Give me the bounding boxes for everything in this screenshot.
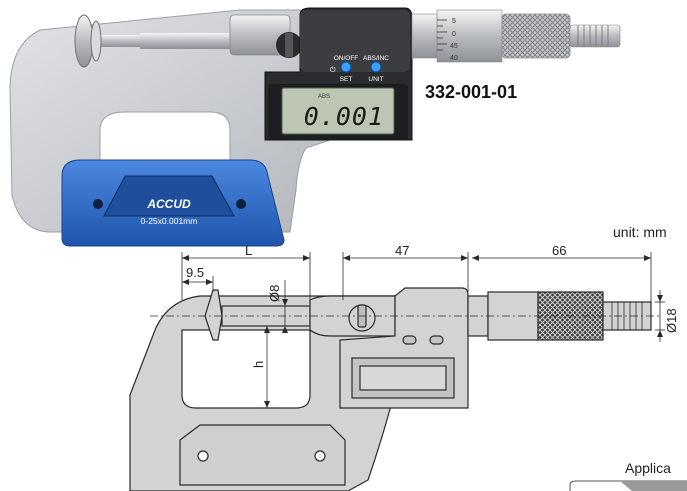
application-label: Applica bbox=[625, 460, 671, 476]
dimension-47: 47 bbox=[395, 243, 409, 258]
photo-lcd-screen bbox=[281, 87, 395, 135]
photo-thimble-mark-0: 0 bbox=[452, 31, 456, 38]
photo-spindle bbox=[140, 33, 230, 49]
photo-disc-anvil-inner bbox=[90, 20, 102, 62]
photo-disc-anvil bbox=[74, 14, 94, 68]
photo-thimble-mark-5: 5 bbox=[452, 18, 456, 25]
dimension-L: L bbox=[245, 243, 252, 258]
photo-head-top bbox=[300, 10, 410, 72]
photo-thimble-scale bbox=[437, 19, 447, 51]
photo-thimble-mark-40: 40 bbox=[450, 55, 458, 62]
photo-set-label: SET bbox=[340, 76, 353, 83]
photo-thimble-mark-45: 45 bbox=[450, 43, 458, 50]
drawing-lcd-inner bbox=[359, 365, 447, 391]
drawing-shield-screw-left bbox=[197, 450, 209, 462]
photo-thimble bbox=[436, 9, 503, 63]
photo-onoff-label: ON/OFF bbox=[334, 55, 359, 62]
photo-lock-knob-grip bbox=[285, 33, 293, 57]
micrometer-photo: ON/OFF SET ABS/INC UNIT ⏻ ABS 0.001 5 0 … bbox=[9, 7, 621, 247]
photo-knurled-grip[interactable] bbox=[501, 13, 571, 59]
application-tab-fill bbox=[620, 481, 687, 491]
drawing-shield-screw-right bbox=[314, 450, 326, 462]
photo-unit-label: UNIT bbox=[368, 76, 383, 83]
photo-onoff-button[interactable] bbox=[340, 61, 352, 73]
photo-absinc-label: ABS/INC bbox=[363, 55, 389, 62]
model-number: 332-001-01 bbox=[425, 82, 517, 102]
photo-sleeve bbox=[411, 13, 438, 59]
dimension-9-5: 9.5 bbox=[186, 265, 204, 280]
photo-shield-plate bbox=[103, 175, 235, 217]
dimension-arrows bbox=[182, 255, 663, 408]
photo-lcd-reading: 0.001 bbox=[304, 102, 384, 131]
micrometer-drawing bbox=[129, 287, 660, 491]
unit-label: unit: mm bbox=[613, 224, 667, 240]
photo-shield-screw-right bbox=[236, 199, 246, 209]
photo-range-label: 0-25x0.001mm bbox=[141, 216, 198, 226]
application-tab[interactable]: Applica bbox=[569, 460, 687, 491]
photo-shield-screw-left bbox=[93, 199, 103, 209]
photo-ratchet-ridges bbox=[577, 25, 609, 47]
photo-absinc-button[interactable] bbox=[370, 61, 382, 73]
drawing-button-left bbox=[402, 335, 417, 345]
power-symbol-icon: ⏻ bbox=[330, 66, 336, 74]
photo-anvil-shaft bbox=[100, 35, 140, 47]
drawing-shield-plate bbox=[179, 424, 346, 486]
dimension-dia-8: Ø8 bbox=[267, 285, 282, 302]
application-tab-outline bbox=[569, 480, 687, 491]
dimension-h: h bbox=[251, 361, 266, 368]
drawing-frame-inner bbox=[181, 329, 311, 409]
drawing-button-right bbox=[429, 335, 444, 345]
photo-lcd-mode: ABS bbox=[318, 94, 330, 100]
photo-brand-logo: ACCUD bbox=[146, 197, 191, 211]
dimension-dia-18: Ø18 bbox=[664, 308, 679, 333]
dimension-66: 66 bbox=[552, 243, 566, 258]
